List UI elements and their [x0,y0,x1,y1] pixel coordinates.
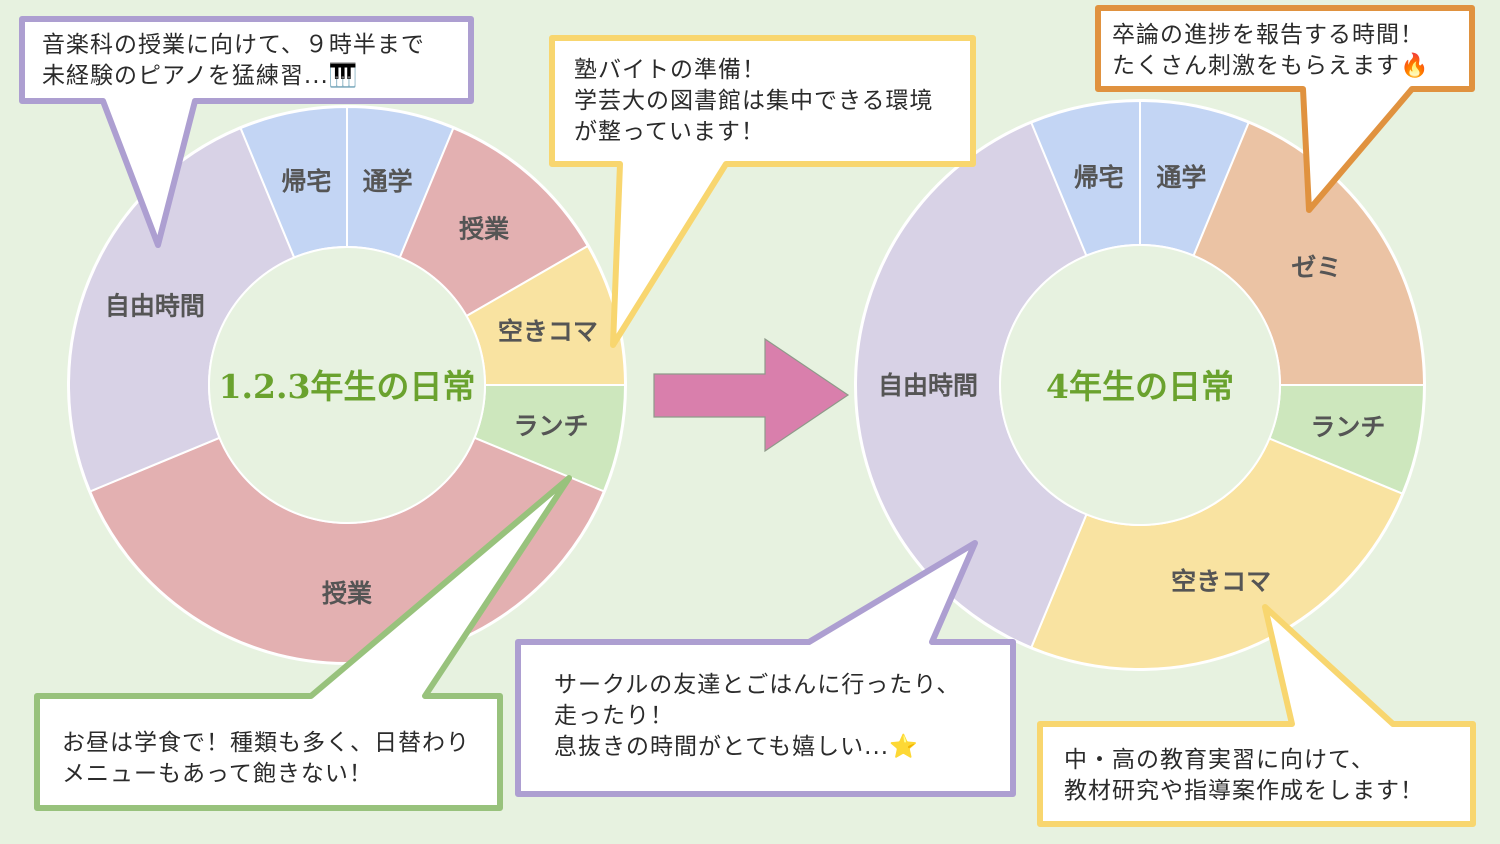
star-icon: ⭐ [889,734,919,760]
fire-icon: 🔥 [1400,53,1430,79]
donut-hole [208,246,486,524]
slice-label: 自由時間 [878,371,978,400]
piano-keys-icon: 🎹 [328,63,359,89]
slice-label: 空きコマ [1171,567,1271,596]
callout-bubble-practicum [1037,604,1476,827]
slice-label: 空きコマ [498,317,598,346]
slice-label: 通学 [363,167,413,196]
donut-hole [999,244,1281,526]
slice-label: 授業 [459,215,509,244]
callout-bubble-juku [549,35,976,348]
slice-label: ランチ [1310,412,1385,441]
slice-label: 自由時間 [105,291,205,320]
donut-center-title: 1.2.3年生の日常 [219,367,476,406]
slice-label: 帰宅 [281,167,331,196]
callout-bubble-circle [515,540,1016,797]
callout-text-juku: 塾バイトの準備！ 学芸大の図書館は集中できる環境 が整っています！ [574,57,934,145]
slice-label: ゼミ [1291,253,1341,282]
slice-label: 通学 [1156,163,1206,192]
callout-text-piano: 音楽科の授業に向けて、９時半まで 未経験のピアノを猛練習...🎹 [42,30,425,92]
slice-label: 授業 [322,579,372,608]
slice-label: ランチ [513,412,588,441]
callout-text-circle: サークルの友達とごはんに行ったり、 走ったり！ 息抜きの時間がとても嬉しい...… [554,670,960,763]
callout-bubble-piano [19,16,474,248]
slice-label: 帰宅 [1074,163,1124,192]
callout-bubble-lunch [34,475,572,811]
callout-bubble-seminar [1095,5,1475,213]
right-arrow-icon [653,337,850,453]
callout-text-practicum: 中・高の教育実習に向けて、 教材研究や指導案作成をします！ [1064,747,1424,804]
callout-text-lunch: お昼は学食で！種類も多く、日替わり メニューもあって飽きない！ [62,730,470,787]
donut-center-title: 4年生の日常 [1046,367,1234,406]
callout-text-seminar: 卒論の進捗を報告する時間！ たくさん刺激をもらえます🔥 [1112,20,1430,82]
